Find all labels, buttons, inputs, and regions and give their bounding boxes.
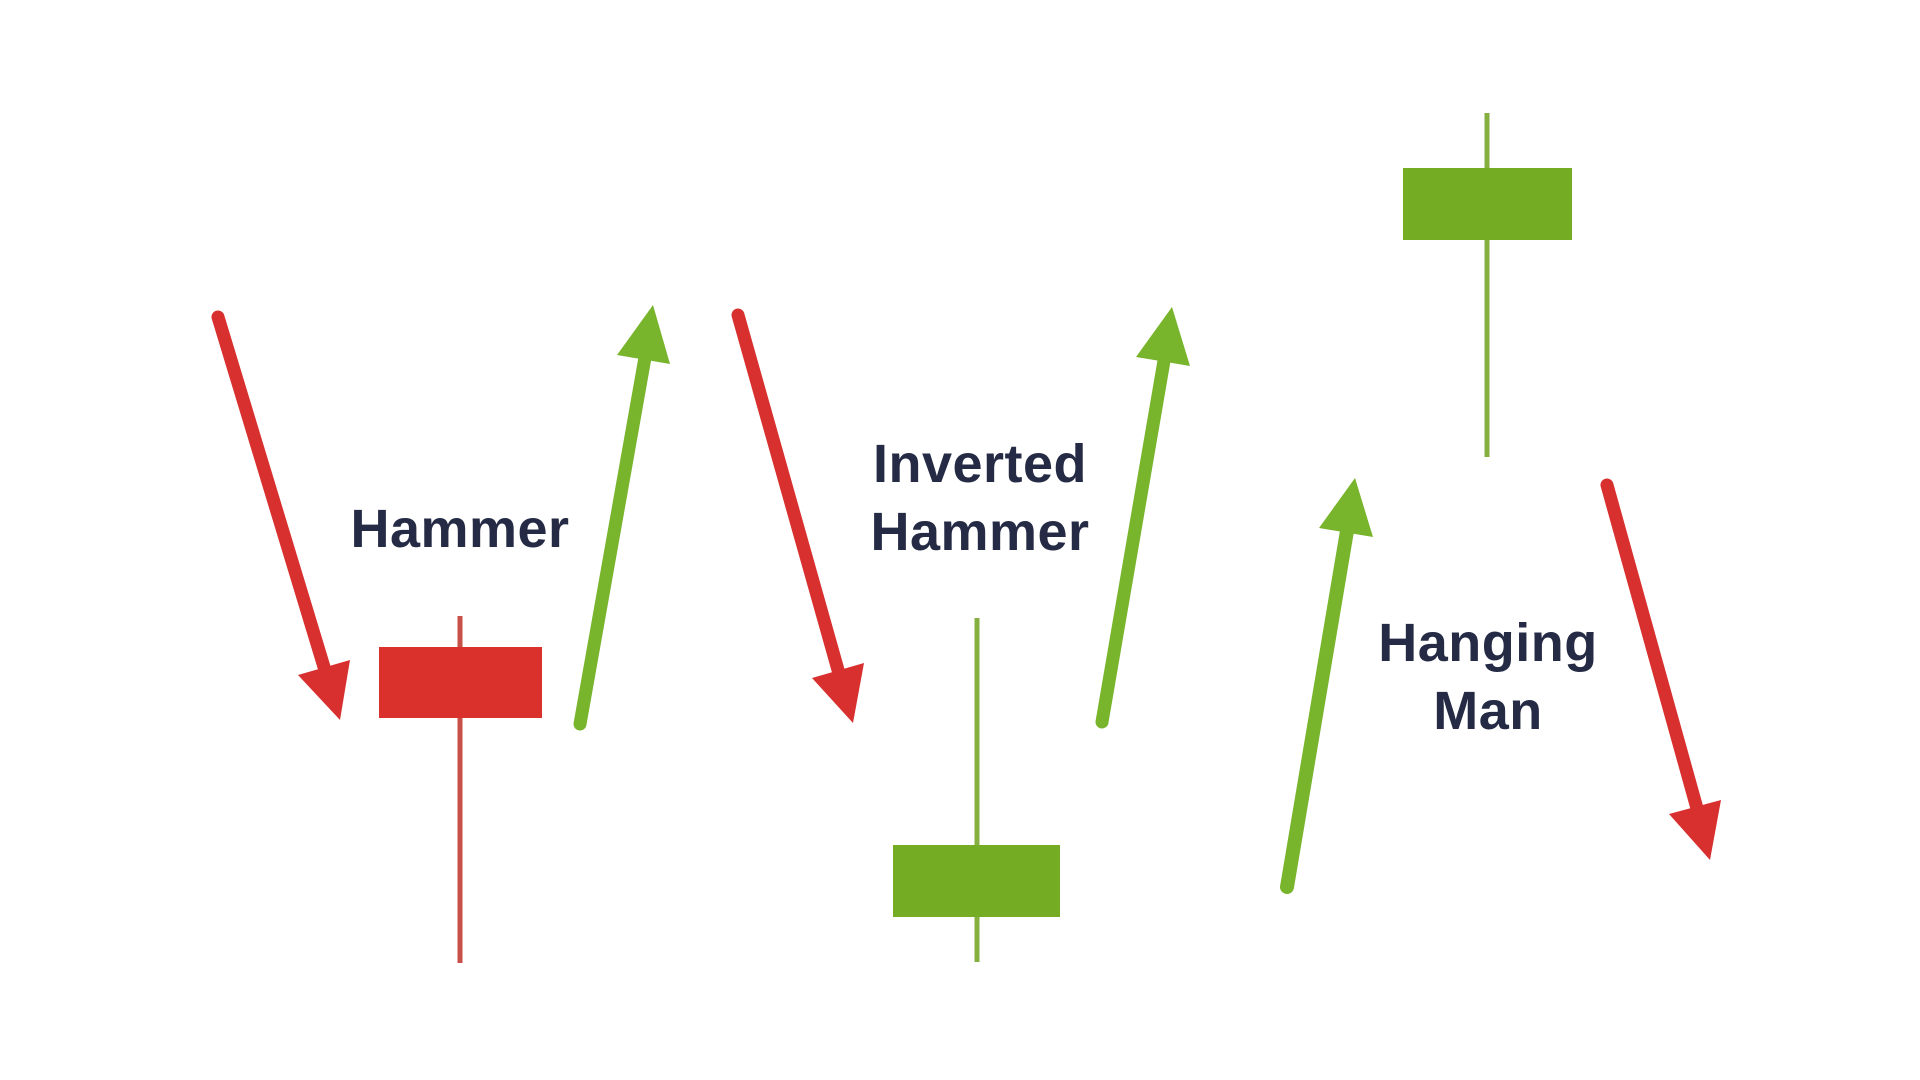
arrow-shaft [1600,478,1705,819]
hammer-uptrend-arrow-icon [573,305,670,731]
arrow-head [1136,307,1190,366]
candle-body [1403,168,1572,240]
inverted-hammer-label-line: Inverted [872,434,1088,494]
inverted-hammer-downtrend-arrow-icon [731,308,864,723]
hammer-label-line: Hammer [350,499,570,559]
inverted-hammer-uptrend-arrow-icon [1095,307,1190,729]
inverted-hammer-label: Inverted Hammer [870,430,1089,566]
hanging-man-label: Hanging Man [1378,609,1597,745]
arrow-shaft [1280,518,1355,894]
hammer-label: Hammer [350,495,569,563]
hanging-man-label-line: Man [1433,681,1543,741]
hanging-man-uptrend-arrow-icon [1280,478,1373,894]
arrow-head [617,305,670,364]
arrow-shaft [1095,348,1172,729]
arrow-head [298,660,350,720]
arrow-shaft [573,345,653,731]
arrow-head [1669,800,1721,860]
hanging-man-downtrend-arrow-icon [1600,478,1721,860]
inverted-hammer-candlestick [893,618,1060,962]
inverted-hammer-label-line: Hammer [870,502,1090,562]
candle-body [893,845,1060,917]
hanging-man-label-line: Hanging [1378,613,1598,673]
arrow-head [1319,478,1373,537]
arrow-head [812,663,864,723]
hammer-downtrend-arrow-icon [211,310,350,720]
arrow-shaft [211,310,331,674]
candle-body [379,647,542,718]
hammer-candlestick [379,616,542,963]
hanging-man-candlestick [1403,113,1572,457]
arrow-shaft [731,308,847,684]
